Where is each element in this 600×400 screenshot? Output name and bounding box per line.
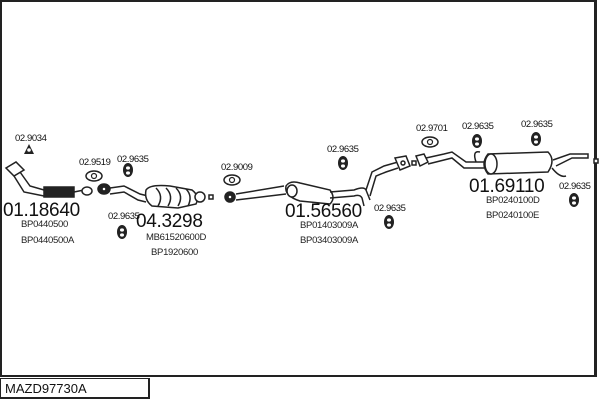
front-pipe	[4, 161, 93, 198]
centre-silencer-pipe	[224, 155, 417, 207]
oem-number: BP0240100E	[486, 210, 539, 221]
accessory-ref: 02.9519	[79, 157, 111, 168]
accessory-ref: 02.9034	[15, 133, 47, 144]
oem-number: BP0440500A	[21, 235, 74, 246]
gasket-icon	[223, 174, 241, 186]
accessory-ref: 02.9635	[559, 181, 591, 192]
rubber-hanger-icon	[569, 193, 579, 207]
accessory-ref: 02.9635	[117, 154, 149, 165]
oem-number: BP03403009A	[300, 235, 358, 246]
gasket-icon	[85, 170, 103, 182]
oem-number: BP0240100D	[486, 195, 540, 206]
catalytic-converter	[97, 183, 214, 209]
part-number: 01.56560	[285, 201, 362, 222]
diagram-frame	[0, 0, 597, 377]
rubber-hanger-icon	[531, 132, 541, 146]
accessory-ref: 02.9635	[108, 211, 140, 222]
model-code: MAZD97730A	[0, 378, 150, 399]
rubber-hanger-icon	[123, 163, 133, 177]
oem-number: BP1920600	[151, 247, 198, 258]
part-number: 04.3298	[136, 211, 203, 232]
oem-number: BP0440500	[21, 219, 68, 230]
rubber-hanger-icon	[338, 156, 348, 170]
rear-silencer	[414, 150, 599, 178]
accessory-ref: 02.9009	[221, 162, 253, 173]
rubber-hanger-icon	[384, 215, 394, 229]
part-number: 01.18640	[3, 200, 80, 221]
gasket-icon	[421, 136, 439, 148]
gasket-icon	[24, 144, 34, 154]
oem-number: MB61520600D	[146, 232, 207, 243]
oem-number: BP01403009A	[300, 220, 358, 231]
accessory-ref: 02.9635	[521, 119, 553, 130]
accessory-ref: 02.9635	[374, 203, 406, 214]
accessory-ref: 02.9701	[416, 123, 448, 134]
part-number: 01.69110	[469, 176, 545, 197]
rubber-hanger-icon	[117, 225, 127, 239]
rubber-hanger-icon	[472, 134, 482, 148]
accessory-ref: 02.9635	[462, 121, 494, 132]
accessory-ref: 02.9635	[327, 144, 359, 155]
